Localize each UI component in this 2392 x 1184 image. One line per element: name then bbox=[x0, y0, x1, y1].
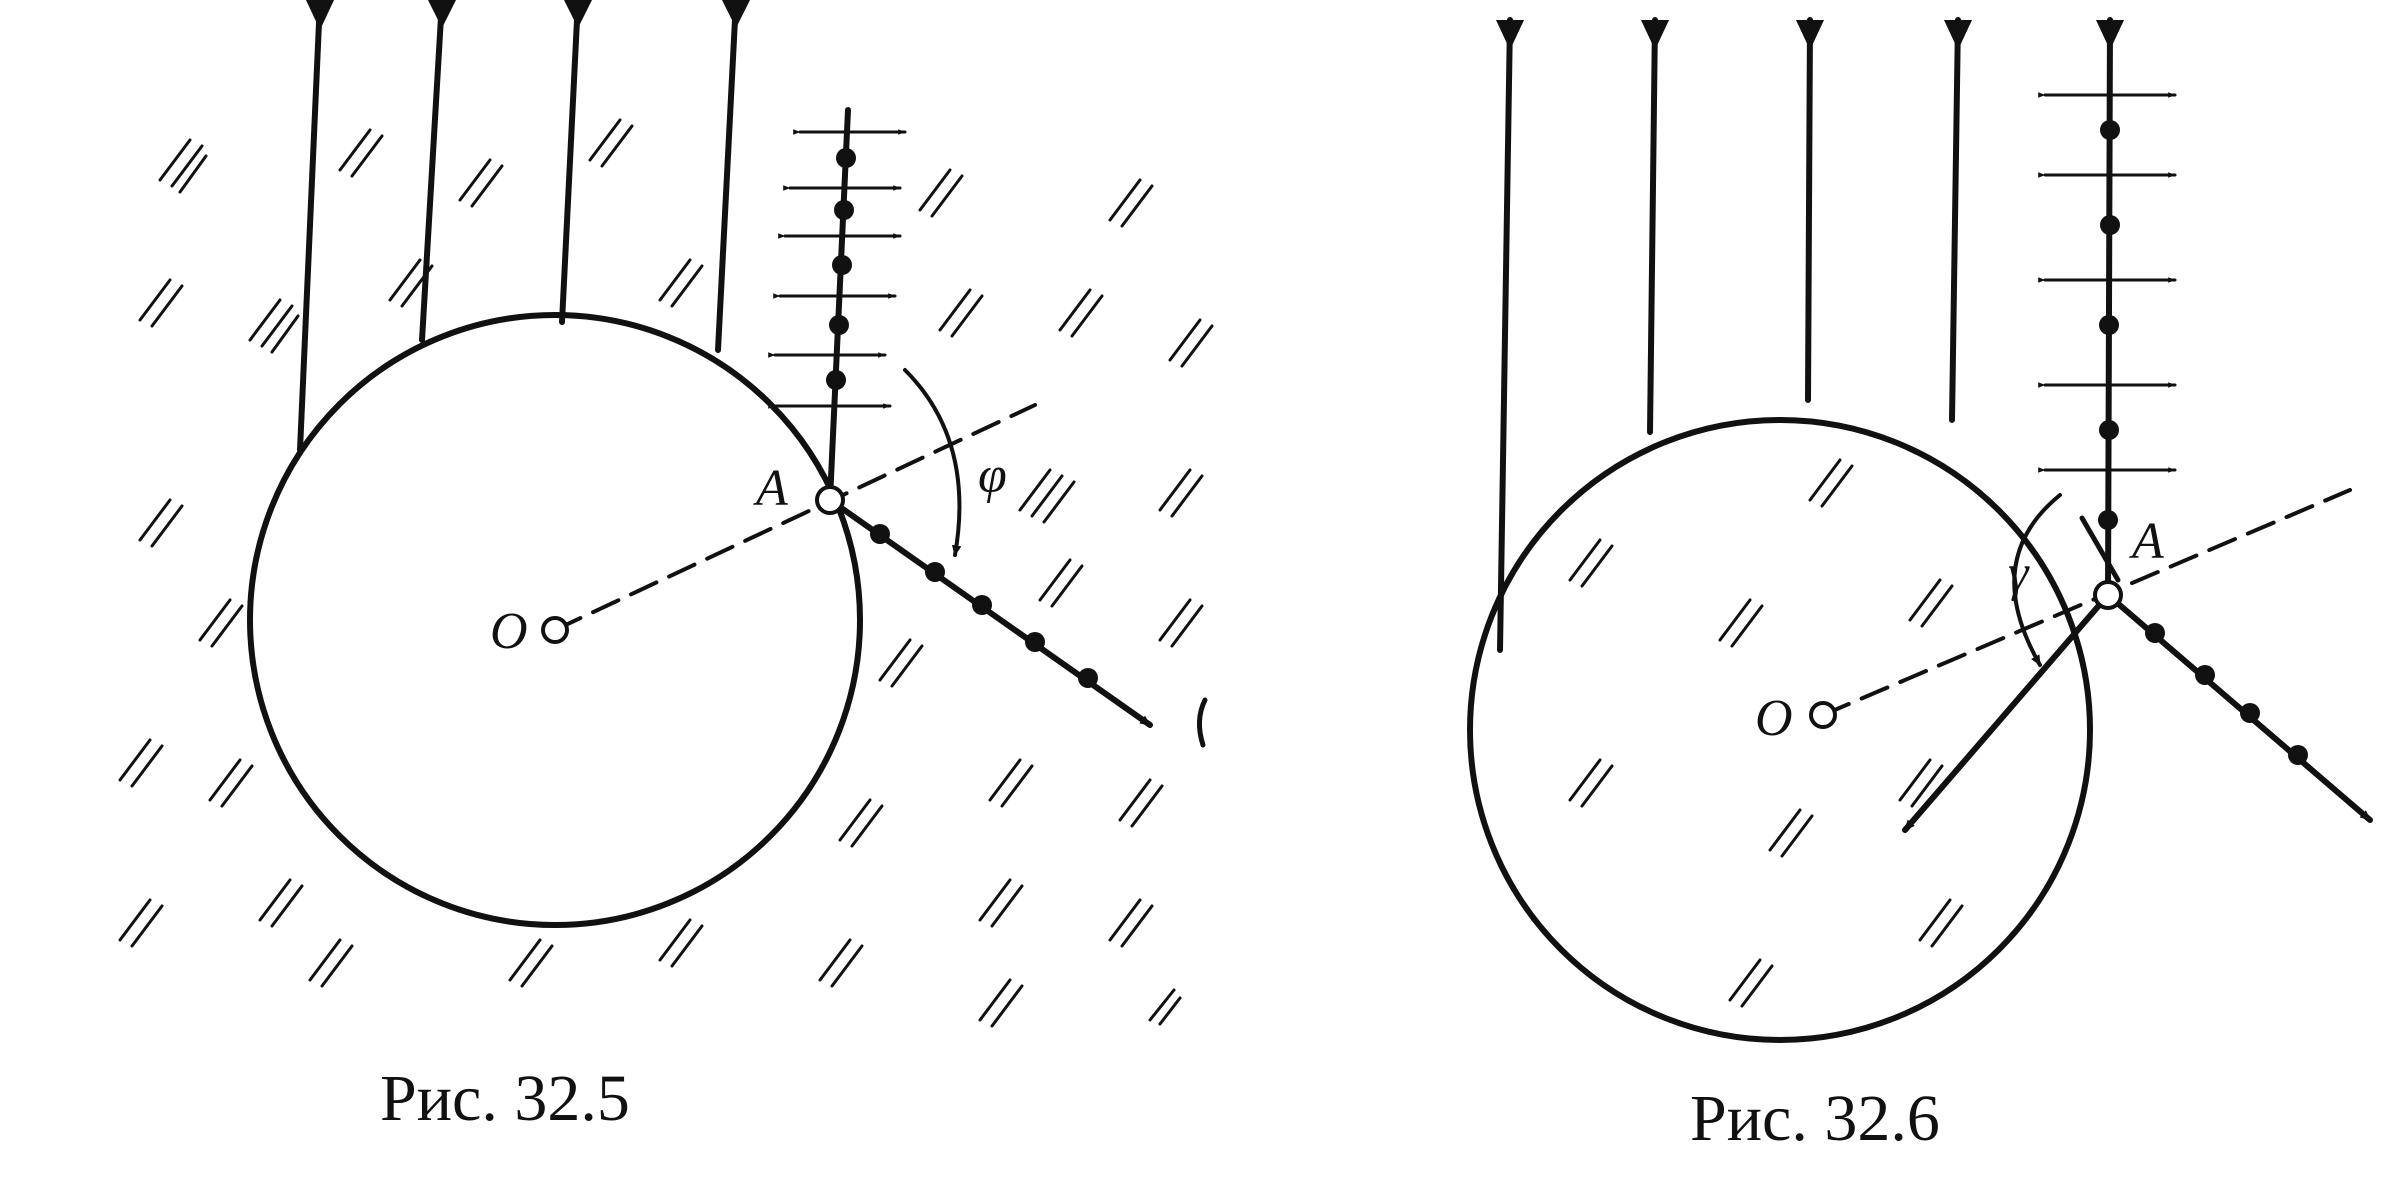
refracted-ray bbox=[1902, 592, 2111, 833]
incident-line-4 bbox=[715, 0, 739, 353]
angle-arc-gamma bbox=[2012, 493, 2062, 667]
boundary-tick bbox=[2079, 515, 2121, 583]
incident-line-2 bbox=[419, 0, 445, 343]
liquid-hatching bbox=[118, 118, 1214, 1028]
label-a: A bbox=[753, 460, 788, 517]
reflected-ray bbox=[827, 497, 1153, 728]
incident-lines bbox=[1497, 17, 1961, 653]
sphere-circle bbox=[1467, 417, 2093, 1043]
normal-dashed-line bbox=[1821, 488, 2352, 717]
sphere-circle bbox=[247, 312, 863, 928]
normal-dashed-line bbox=[553, 403, 1037, 632]
incident-line-1 bbox=[297, 0, 323, 453]
label-phi: φ bbox=[978, 447, 1007, 504]
label-o: O bbox=[1755, 690, 1793, 747]
figure-32-5: O A φ Рис. 32.5 bbox=[118, 0, 1214, 1135]
label-o: O bbox=[490, 603, 528, 660]
partial-paren bbox=[1197, 697, 1208, 748]
angle-arc-phi bbox=[903, 368, 962, 557]
label-gamma: γ bbox=[2008, 545, 2030, 602]
figure-32-6: O A γ Рис. 32.6 bbox=[1467, 17, 2373, 1155]
point-a bbox=[2093, 580, 2123, 610]
reflected-ray bbox=[2105, 592, 2373, 823]
caption: Рис. 32.5 bbox=[380, 1062, 630, 1135]
incident-arrowheads bbox=[306, 0, 750, 30]
incident-line-1 bbox=[1497, 17, 1513, 653]
incident-line-3 bbox=[559, 0, 581, 325]
point-o bbox=[1809, 701, 1837, 729]
incident-line-4 bbox=[1949, 17, 1961, 423]
caption: Рис. 32.6 bbox=[1690, 1082, 1940, 1155]
incident-line-2 bbox=[1647, 17, 1658, 435]
polarized-incident-ray bbox=[2038, 17, 2177, 598]
incident-lines bbox=[297, 0, 739, 453]
incident-line-3 bbox=[1805, 17, 1813, 403]
liquid-hatching bbox=[1568, 458, 1964, 1008]
point-o bbox=[541, 616, 569, 644]
incident-arrowheads bbox=[1496, 20, 1972, 50]
polarized-incident-ray bbox=[768, 107, 907, 503]
label-a: A bbox=[2129, 513, 2164, 570]
point-a bbox=[815, 485, 845, 515]
